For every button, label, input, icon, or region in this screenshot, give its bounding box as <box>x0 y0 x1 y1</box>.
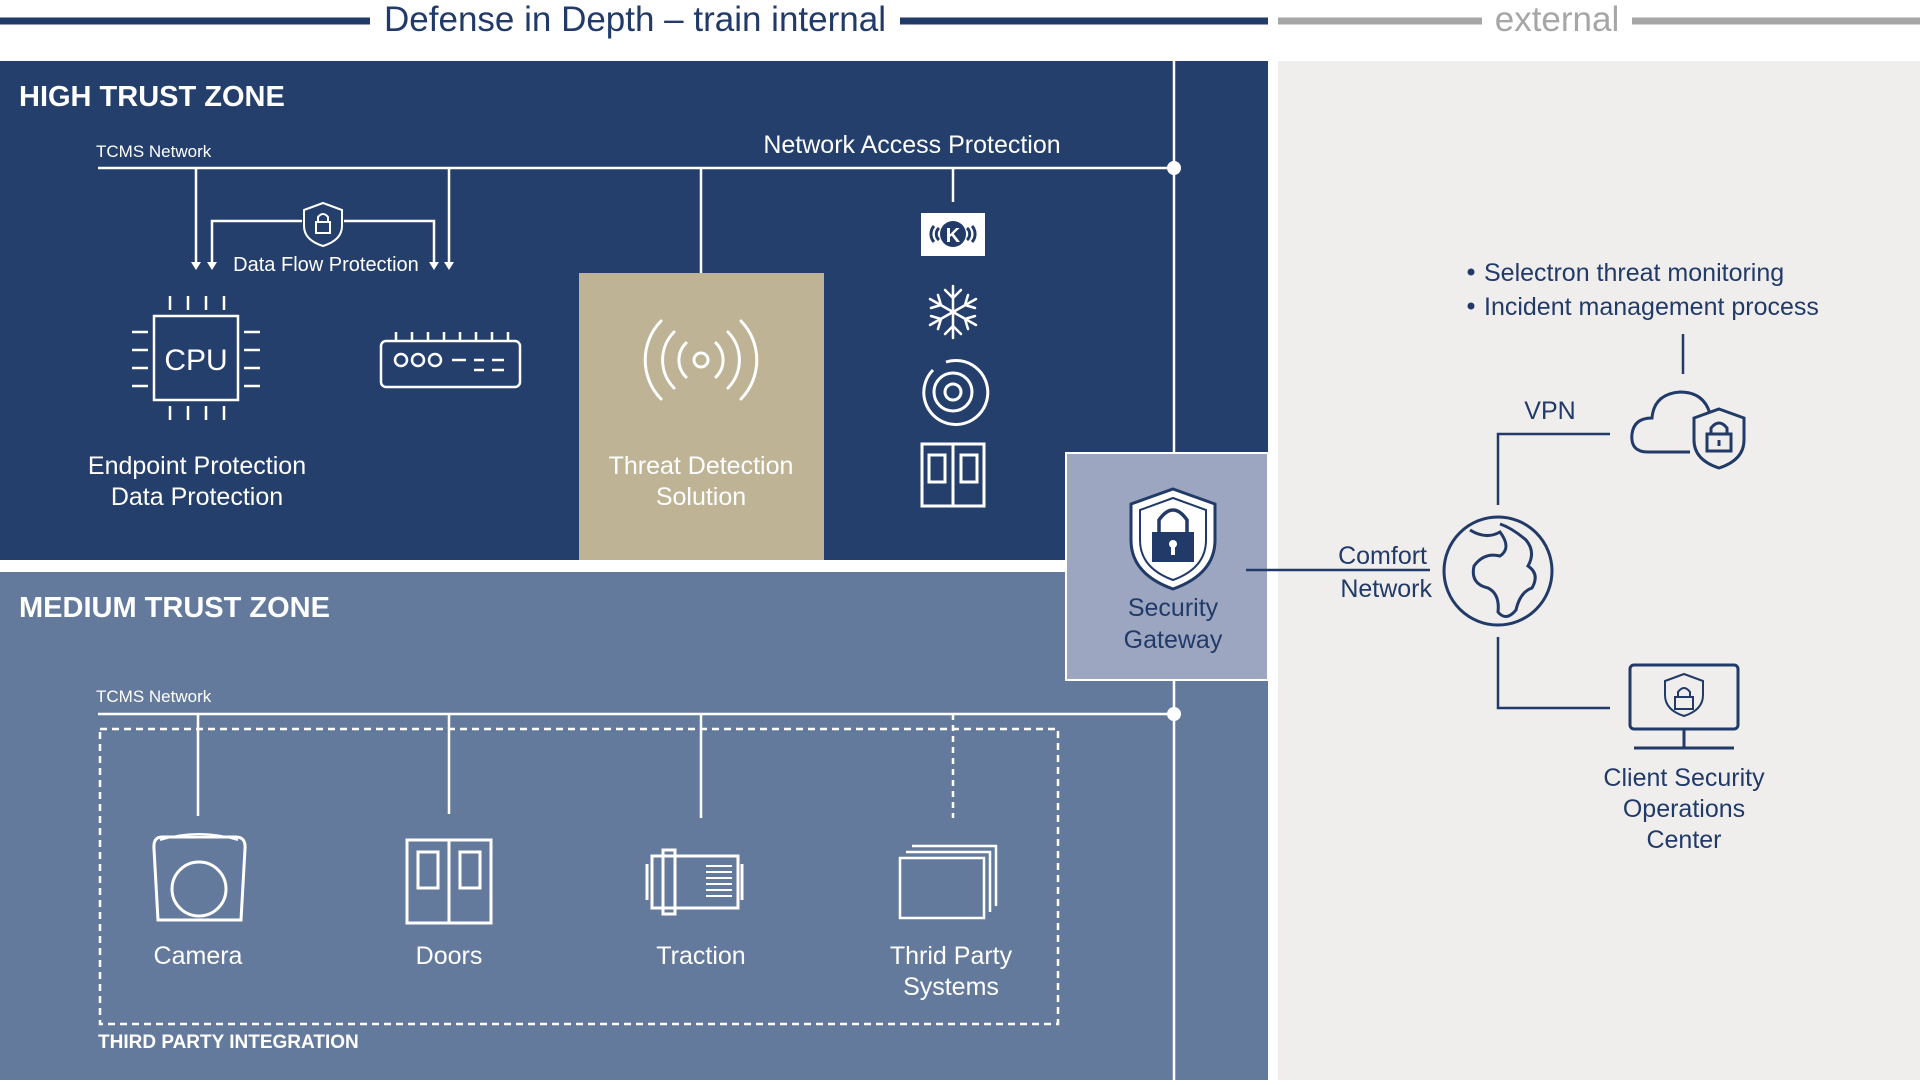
medium-trust-zone <box>0 572 1268 1080</box>
knorr-letter: K <box>946 225 961 247</box>
external-connections <box>1246 334 1685 710</box>
high-network-bus <box>98 61 1176 453</box>
high-network-label: TCMS Network <box>96 142 212 161</box>
high-zone-title: HIGH TRUST ZONE <box>19 81 285 113</box>
cpu-icon <box>132 296 260 420</box>
wireless-signal-icon <box>643 319 759 401</box>
network-switch-icon <box>379 332 522 389</box>
comfort-label: Comfort <box>1338 542 1427 570</box>
traction-label: Traction <box>656 942 745 970</box>
network-access-label: Network Access Protection <box>763 131 1060 159</box>
soc-label-line3: Center <box>1646 826 1721 854</box>
snowflake-icon <box>928 284 978 340</box>
third-party-integration-box <box>98 727 1060 1026</box>
shield-lock-icon <box>303 201 343 248</box>
cpu-label: CPU <box>164 344 227 377</box>
doors-icon-small <box>920 442 986 508</box>
traction-motor-icon <box>645 848 744 916</box>
gateway-label-security: Security <box>1128 594 1219 622</box>
vpn-label: VPN <box>1524 397 1575 425</box>
medium-network-bus <box>98 680 1176 1080</box>
doors-label: Doors <box>416 942 483 970</box>
shield-lock-icon-gateway <box>1129 487 1217 591</box>
external-title: external <box>1495 0 1620 39</box>
arrowheads <box>191 262 454 270</box>
third-party-systems-icon <box>898 844 998 920</box>
threat-detection-label: Threat Detection <box>609 452 794 480</box>
incident-management-bullet: Incident management process <box>1484 293 1819 321</box>
soc-label-line1: Client Security <box>1603 764 1765 792</box>
data-flow-label: Data Flow Protection <box>233 254 419 276</box>
medium-zone-title: MEDIUM TRUST ZONE <box>19 592 330 624</box>
camera-label: Camera <box>154 942 243 970</box>
knorr-bremse-logo-icon: K <box>921 213 985 256</box>
doors-icon <box>405 838 493 925</box>
third-party-label-line2: Systems <box>903 973 999 1001</box>
cloud-lock-icon <box>1630 390 1746 470</box>
medium-network-label: TCMS Network <box>96 687 212 706</box>
high-bus-node <box>1167 161 1181 175</box>
gateway-label-gateway: Gateway <box>1124 626 1223 654</box>
monitor-lock-icon <box>1628 663 1740 750</box>
third-party-label-line1: Thrid Party <box>890 942 1013 970</box>
camera-icon <box>152 833 247 922</box>
endpoint-protection-label: Endpoint Protection <box>88 452 306 480</box>
globe-icon <box>1442 515 1554 627</box>
bullet-dot-1 <box>1467 268 1475 276</box>
threat-detection-box <box>579 273 824 560</box>
internal-title: Defense in Depth – train internal <box>384 0 886 39</box>
threat-solution-label: Solution <box>656 483 746 511</box>
threat-monitoring-bullet: Selectron threat monitoring <box>1484 259 1784 287</box>
brake-disc-icon <box>922 358 990 426</box>
data-protection-label: Data Protection <box>111 483 283 511</box>
bullet-dot-2 <box>1467 302 1475 310</box>
network-label: Network <box>1340 575 1432 603</box>
soc-label-line2: Operations <box>1623 795 1745 823</box>
third-party-integration-label: THIRD PARTY INTEGRATION <box>98 1032 359 1053</box>
medium-bus-node <box>1167 707 1181 721</box>
header: Defense in Depth – train internal extern… <box>0 0 1920 39</box>
